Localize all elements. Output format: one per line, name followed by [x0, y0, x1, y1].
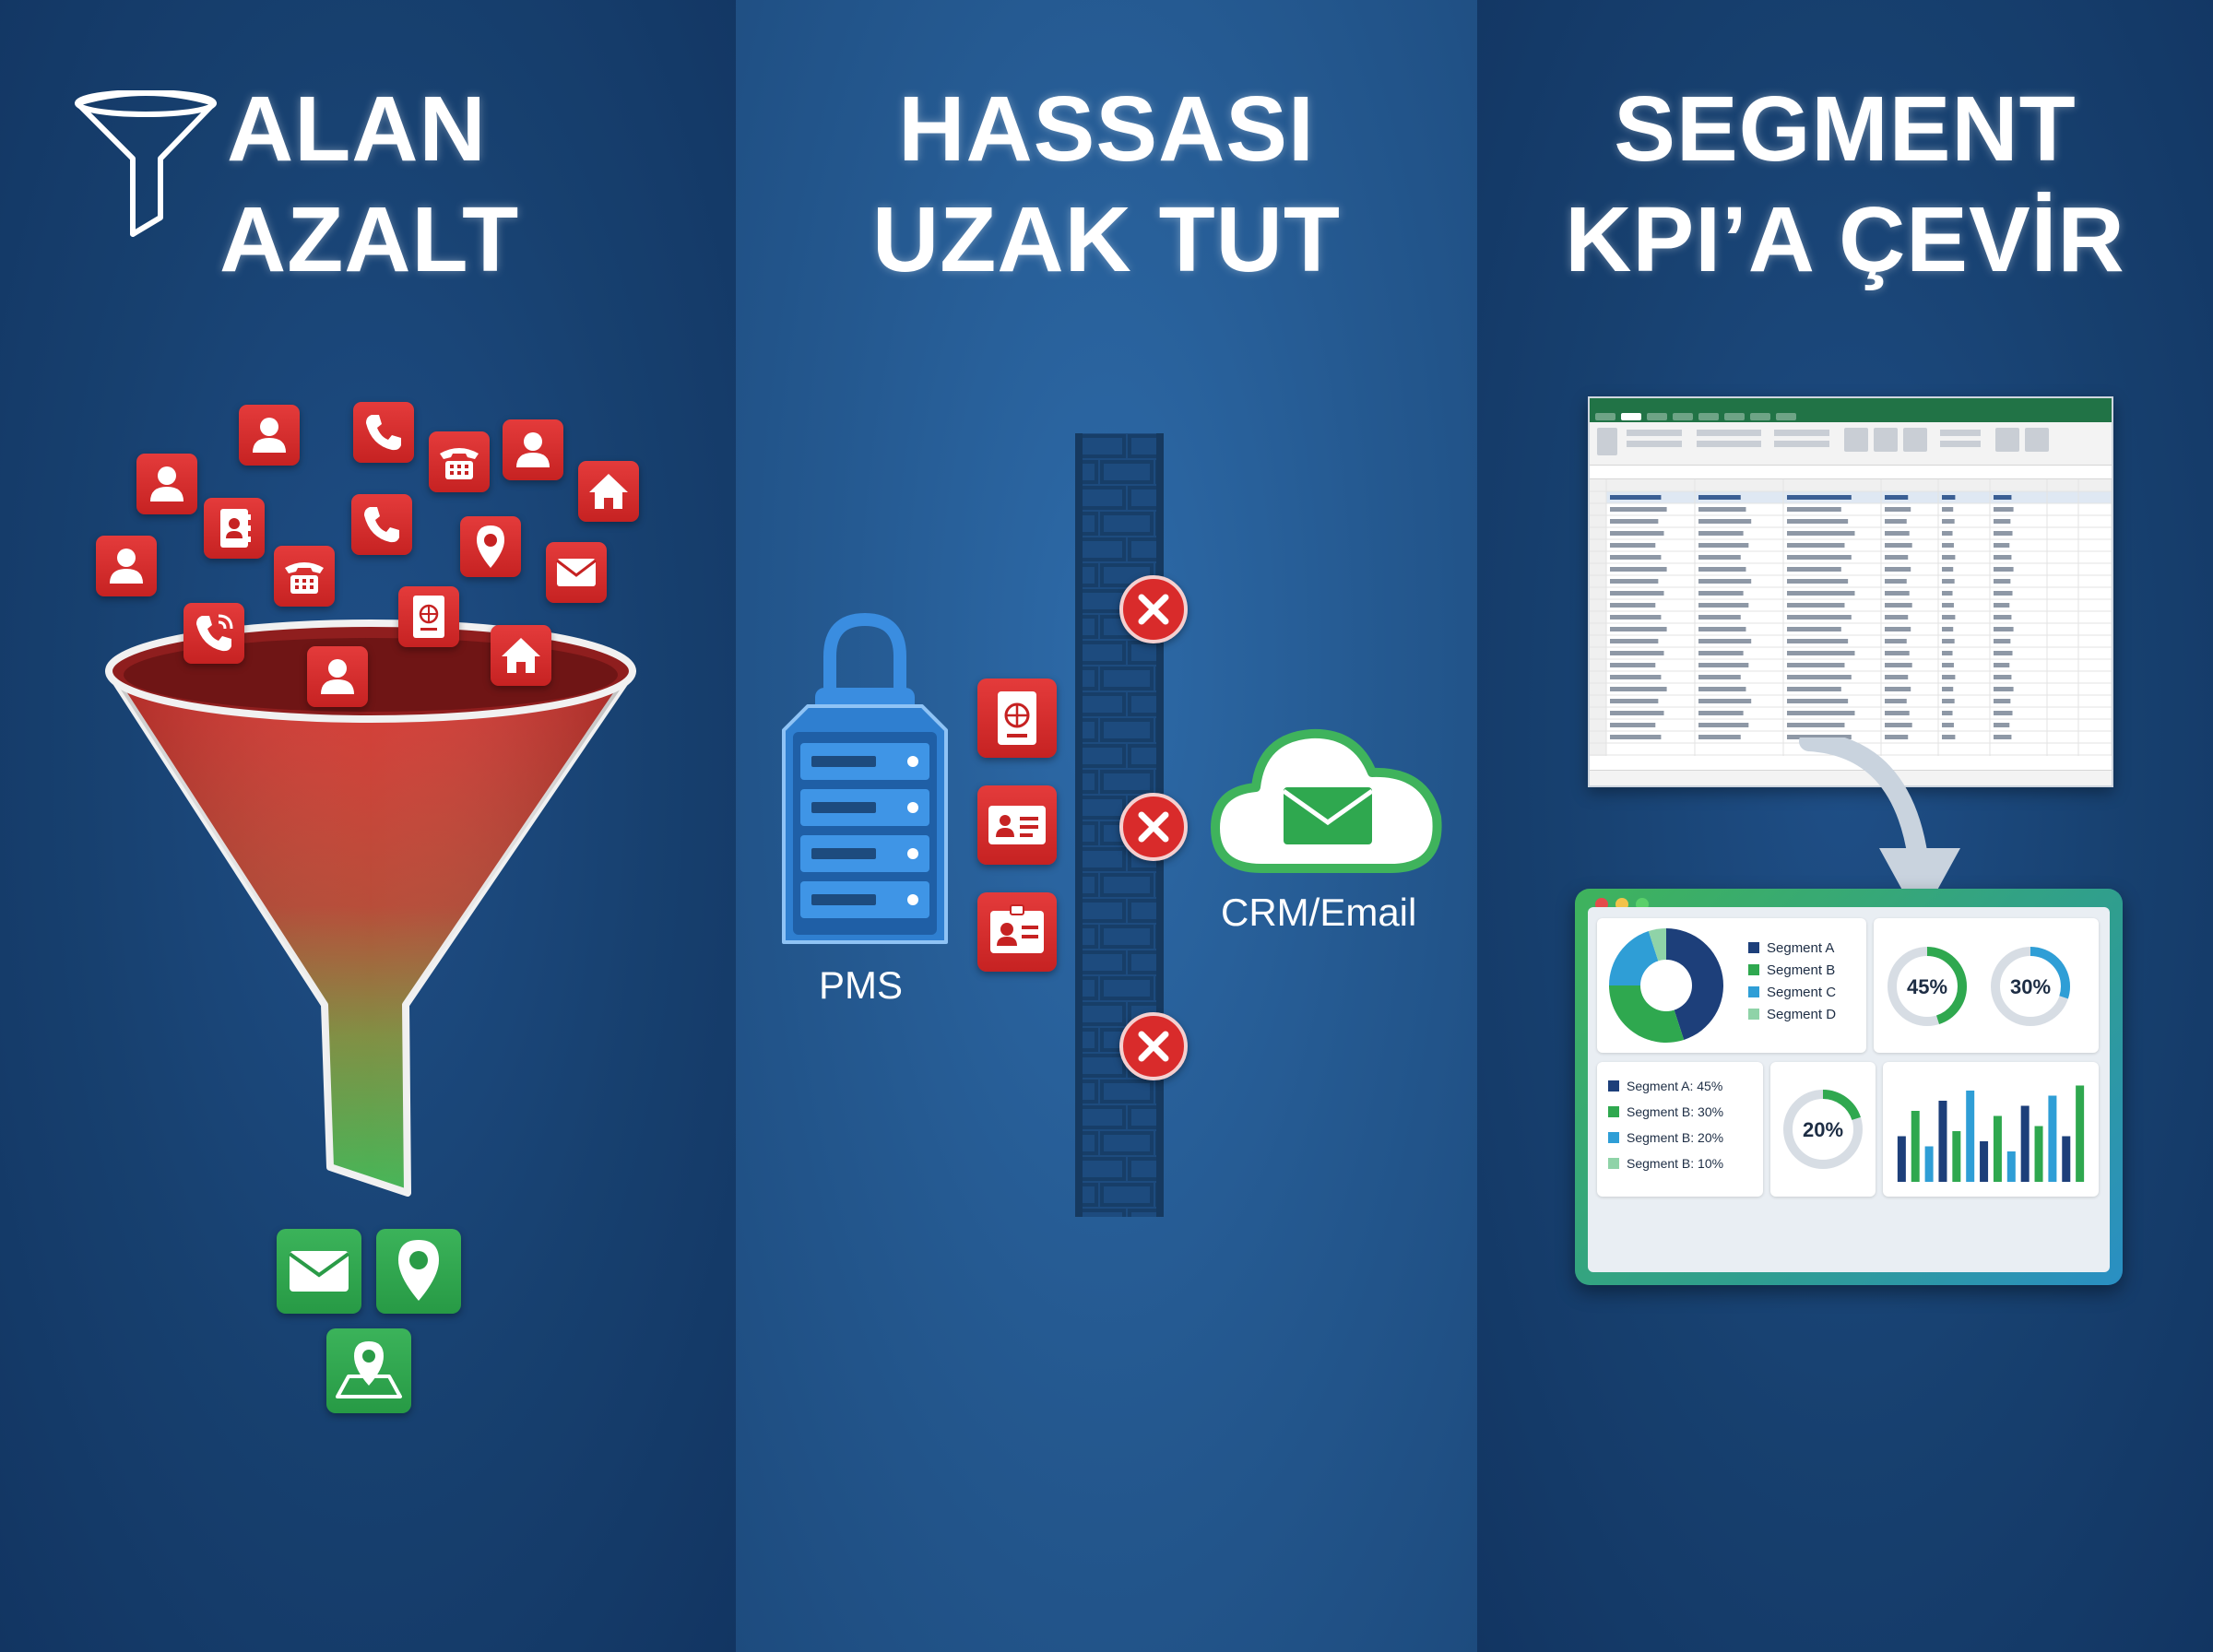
spreadsheet-ribbon — [1590, 422, 2112, 466]
spreadsheet-grid — [1590, 479, 2112, 761]
formula-bar — [1590, 466, 2112, 479]
blocked-x-icon — [1119, 575, 1188, 643]
phone-icon — [353, 402, 414, 463]
mail-icon — [277, 1229, 361, 1314]
home-icon — [578, 461, 639, 522]
panel-keep-sensitive-away: HASSASI UZAK TUT PMS — [736, 0, 1477, 1652]
filter-icon — [75, 90, 217, 237]
passport-icon — [398, 586, 459, 647]
legend-item: Segment A: 45% — [1608, 1079, 1722, 1093]
telephone-icon — [274, 546, 335, 607]
arrow-down-icon — [1799, 738, 1960, 922]
panel-segment-to-kpi: SEGMENT KPI’A ÇEVİR — [1477, 0, 2213, 1652]
kpi-ring-45: 45% — [1888, 947, 1967, 1026]
location-icon — [460, 516, 521, 577]
kpi-ring-20: 20% — [1783, 1090, 1863, 1169]
legend-item: Segment B: 30% — [1608, 1104, 1723, 1119]
blocked-x-icon — [1119, 793, 1188, 861]
person-icon — [96, 536, 157, 596]
person-icon — [503, 419, 563, 480]
location-icon — [376, 1229, 461, 1314]
kpi-value: 45% — [1907, 975, 1947, 998]
segment-list-card: Segment A: 45% Segment B: 30% Segment B:… — [1597, 1062, 1763, 1197]
donut-slice — [1666, 928, 1723, 1040]
bar — [2034, 1126, 2043, 1182]
legend-item: Segment A — [1748, 940, 1834, 956]
badge-icon — [977, 892, 1057, 972]
bar — [2076, 1085, 2085, 1182]
legend-item: Segment B: 20% — [1608, 1130, 1723, 1145]
legend-item: Segment B — [1748, 962, 1835, 978]
kpi-dashboard: Segment A Segment B Segment C Segment D … — [1575, 889, 2123, 1285]
home-icon — [491, 625, 551, 686]
panel-title: HASSASI UZAK TUT — [872, 77, 1341, 291]
cloud-mail-icon — [1211, 728, 1442, 873]
passport-icon — [977, 678, 1057, 758]
map-icon — [326, 1328, 411, 1413]
person-icon — [136, 454, 197, 514]
bar — [2020, 1105, 2030, 1182]
kpi-rings-card: 45% 30% — [1874, 918, 2099, 1053]
pms-label: PMS — [819, 963, 904, 1007]
panel-reduce-fields: ALAN AZALT — [0, 0, 736, 1652]
bar — [1911, 1111, 1920, 1182]
legend-item: Segment D — [1748, 1007, 1836, 1022]
telephone-icon — [429, 431, 490, 492]
kpi-ring-30: 30% — [1991, 947, 2070, 1026]
segment-bar-chart — [1897, 1085, 2085, 1182]
bar — [2048, 1095, 2057, 1182]
bar-chart-card — [1883, 1062, 2099, 1197]
call-icon — [183, 603, 244, 664]
funnel — [105, 620, 636, 1197]
person-icon — [307, 646, 368, 707]
crm-email-label: CRM/Email — [1221, 891, 1417, 934]
spreadsheet-ribbon-tabs — [1590, 411, 2112, 422]
bar — [1897, 1136, 1906, 1182]
panel-title: SEGMENT KPI’A ÇEVİR — [1565, 77, 2125, 291]
id-card-icon — [977, 785, 1057, 865]
spreadsheet-statusbar — [1590, 770, 2112, 785]
contact-book-icon — [204, 498, 265, 559]
dashboard-content: Segment A Segment B Segment C Segment D … — [1588, 907, 2110, 1272]
bar — [1966, 1091, 1975, 1182]
server-lock-icon — [782, 612, 948, 944]
legend-item: Segment C — [1748, 985, 1836, 1000]
legend-item: Segment B: 10% — [1608, 1156, 1723, 1171]
donut-card: Segment A Segment B Segment C Segment D — [1597, 918, 1866, 1053]
bar — [2006, 1151, 2016, 1182]
bar — [1938, 1101, 1947, 1182]
bar — [2062, 1136, 2071, 1182]
panel-title: ALAN AZALT — [219, 77, 520, 291]
person-icon — [239, 405, 300, 466]
bar — [1924, 1146, 1934, 1182]
kpi-ring-card: 20% — [1770, 1062, 1876, 1197]
kpi-value: 30% — [2010, 975, 2051, 998]
bar — [1952, 1131, 1961, 1182]
segment-donut-chart — [1609, 928, 1723, 1043]
mail-icon — [546, 542, 607, 603]
spreadsheet-titlebar — [1590, 398, 2112, 411]
kpi-value: 20% — [1803, 1118, 1843, 1141]
phone-icon — [351, 494, 412, 555]
bar — [1980, 1141, 1989, 1182]
spreadsheet-window — [1588, 396, 2113, 787]
bar — [1993, 1115, 2002, 1182]
blocked-x-icon — [1119, 1012, 1188, 1080]
